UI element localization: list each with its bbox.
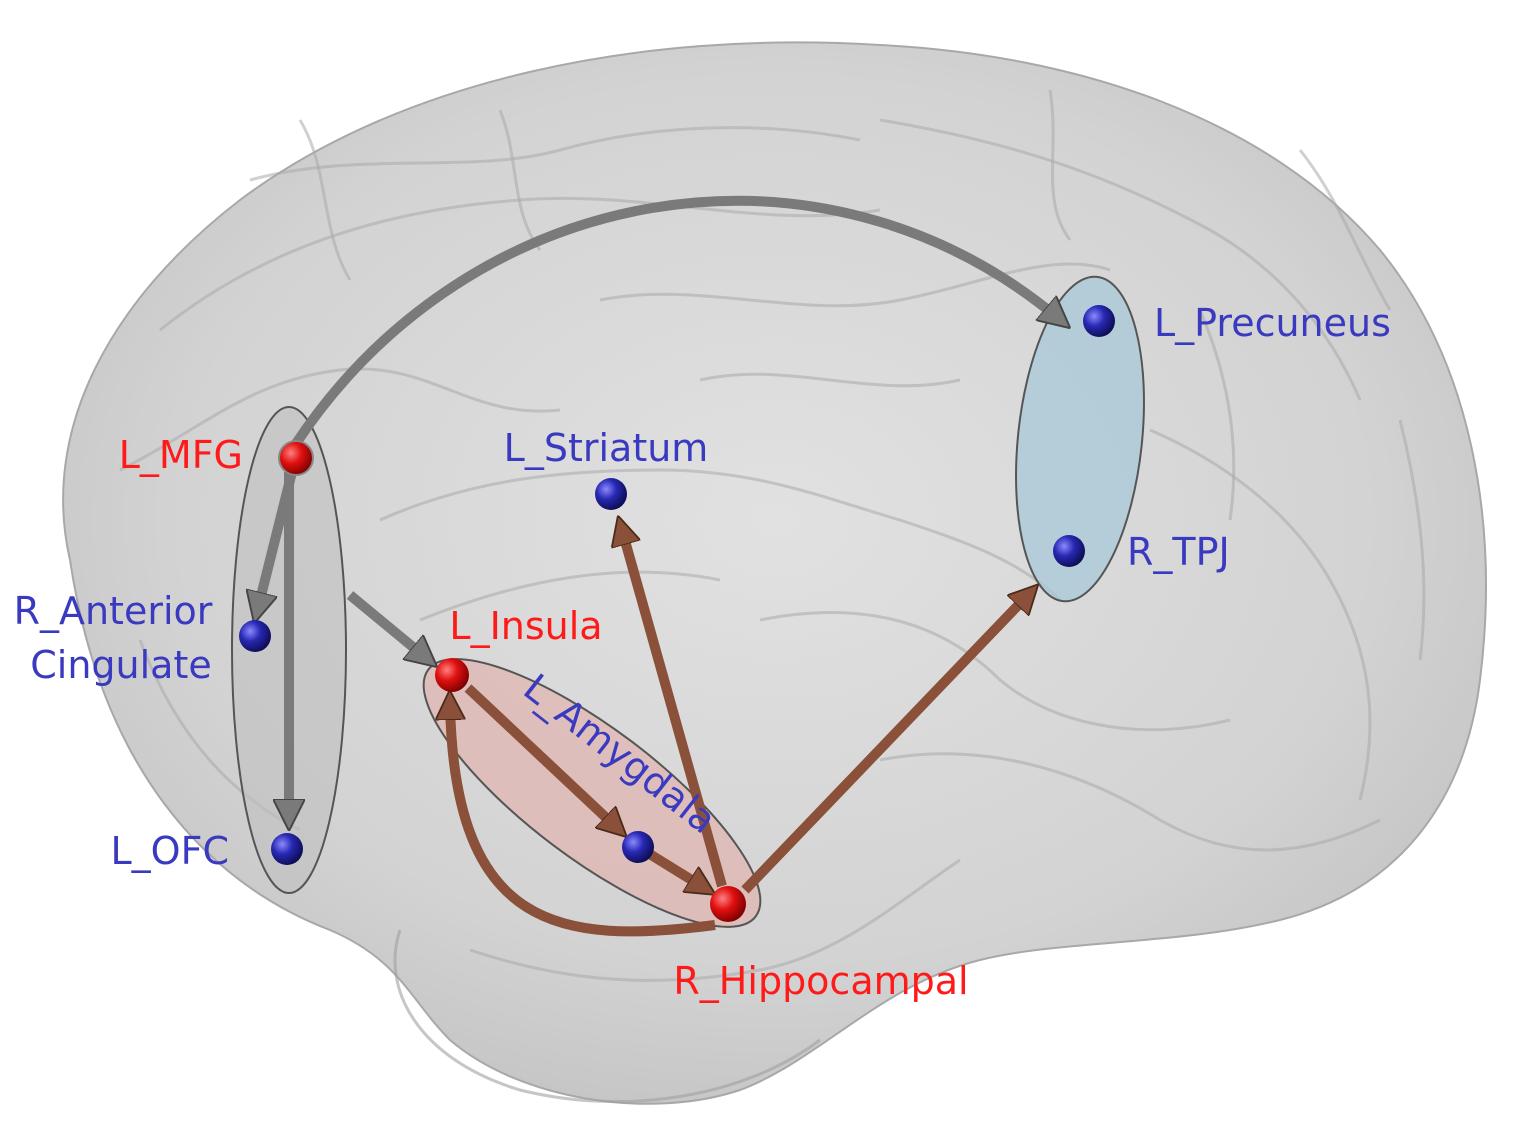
node-l-ofc: [271, 833, 303, 865]
edge-cluster-to-insula: [346, 591, 425, 657]
label-l-striatum: L_Striatum: [504, 426, 709, 470]
brown-edges: [450, 530, 1028, 937]
nodes: [239, 305, 1115, 922]
node-r-anterior-cingulate: [239, 620, 271, 652]
label-l-mfg: L_MFG: [119, 433, 243, 477]
node-r-tpj: [1053, 535, 1085, 567]
edge-insula-to-amygdala: [464, 684, 616, 827]
node-r-hippocampal: [710, 886, 746, 922]
label-l-ofc: L_OFC: [111, 829, 229, 873]
node-l-amygdala: [622, 831, 654, 863]
label-r-anterior-line1: R_Anterior: [14, 589, 213, 633]
brain-temporal-lobe: [393, 929, 821, 1104]
precuneus-tpj-cluster: [1015, 275, 1145, 603]
node-l-striatum: [595, 478, 627, 510]
label-r-hippocampal: R_Hippocampal: [673, 959, 968, 1003]
edge-amygdala-to-hippocampal: [645, 848, 703, 887]
edge-hippocampal-to-insula: [450, 705, 716, 937]
gray-edges: [258, 195, 1058, 815]
edge-mfg-to-precuneus: [290, 195, 1058, 448]
edge-hippocampal-to-striatum: [622, 530, 727, 888]
brain-folds: [119, 89, 1426, 982]
label-l-precuneus: L_Precuneus: [1154, 301, 1391, 345]
node-l-mfg: [278, 440, 314, 476]
edge-hippocampal-to-tpj: [741, 595, 1028, 894]
label-r-tpj: R_TPJ: [1127, 530, 1230, 574]
label-l-insula: L_Insula: [449, 604, 602, 648]
node-l-precuneus: [1083, 305, 1115, 337]
node-l-insula: [435, 658, 469, 692]
label-r-anterior-line2: Cingulate: [30, 643, 212, 687]
